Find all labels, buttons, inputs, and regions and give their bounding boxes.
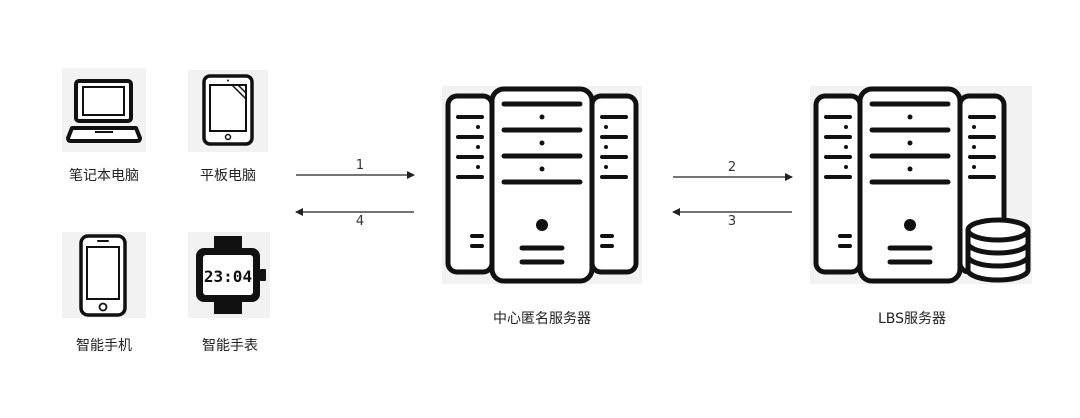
watch-label: 智能手表	[202, 338, 258, 354]
watch-display-text: 23:04	[204, 267, 252, 286]
smartphone-icon	[79, 234, 127, 317]
arrow-4-label: 4	[355, 214, 365, 229]
tablet-icon	[202, 74, 254, 146]
smartwatch-icon: 23:04	[196, 236, 266, 314]
laptop-label: 笔记本电脑	[69, 168, 139, 184]
arrow-1-label: 1	[355, 158, 365, 173]
arrow-3-label: 3	[727, 214, 737, 229]
server-database-icon	[813, 86, 1031, 284]
lbs-label: LBS服务器	[877, 311, 947, 327]
server-icon	[445, 86, 639, 284]
phone-label: 智能手机	[76, 338, 132, 354]
tablet-label: 平板电脑	[200, 168, 256, 184]
arrow-2-label: 2	[727, 160, 737, 175]
laptop-icon	[66, 79, 142, 143]
database-icon	[965, 217, 1031, 283]
anonymizer-label: 中心匿名服务器	[493, 311, 591, 327]
